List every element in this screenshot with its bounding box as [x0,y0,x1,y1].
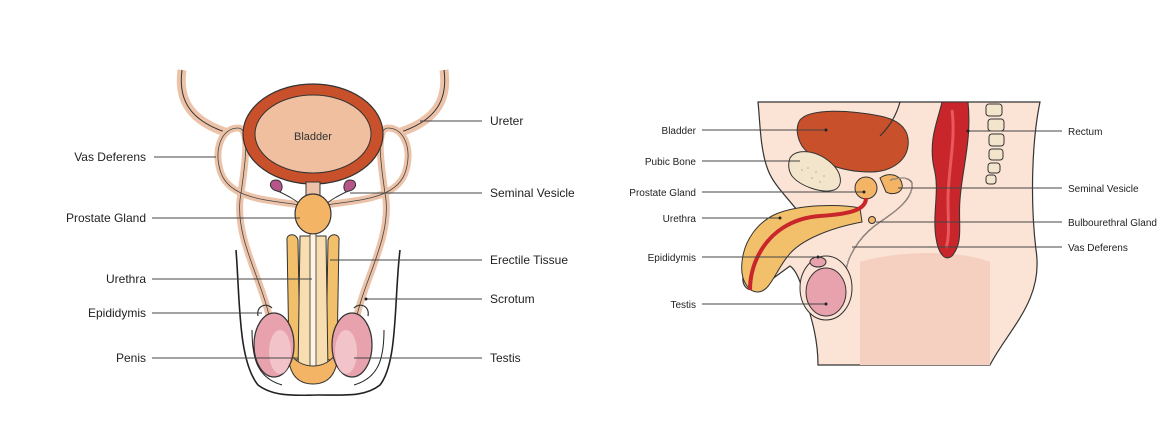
vas-deferens-left-line [217,127,301,321]
side-label-prostate-gland: Prostate Gland [629,188,696,199]
bladder-label: Bladder [294,131,332,143]
dot-side-urethra [778,216,782,220]
ureter-left-outline [180,69,226,133]
side-label-bladder: Bladder [662,126,697,137]
bulbourethral-gland-side [868,216,876,224]
prostate-side [854,176,878,200]
label-ureter: Ureter [490,114,523,128]
vas-deferens-right-line [325,127,409,321]
dot-side-rectum [966,129,970,133]
front-view: Bladder [66,69,575,397]
label-erectile-tissue: Erectile Tissue [490,253,568,267]
label-prostate-gland: Prostate Gland [66,211,146,225]
label-scrotum: Scrotum [490,292,535,306]
urethra-channel [309,233,317,375]
side-view: Bladder Pubic Bone Prostate Gland Urethr… [629,101,1157,366]
pubic-bone [788,151,841,192]
prostate-gland [294,193,332,235]
spine [985,103,1005,185]
side-label-pubic-bone: Pubic Bone [645,157,697,168]
urethra-side [748,197,868,291]
label-seminal-vesicle: Seminal Vesicle [490,186,575,200]
side-label-vas-deferens: Vas Deferens [1068,243,1128,254]
testis-left-shade [269,330,291,374]
side-label-rectum: Rectum [1068,127,1102,138]
side-label-urethra: Urethra [663,214,697,225]
bladder-side [796,110,909,173]
label-vas-deferens: Vas Deferens [74,150,146,164]
side-label-seminal-vesicle: Seminal Vesicle [1068,184,1139,195]
ureter-side [879,101,901,137]
ureter-left [176,69,227,137]
side-label-bulbourethral-gland: Bulbourethral Gland [1068,218,1157,229]
dot-side-prostate [862,190,866,194]
label-testis: Testis [490,351,521,365]
dot-side-epididymis [816,255,820,259]
ureter-right-outline [400,69,446,133]
testis-side [805,267,847,317]
epididymis-right [353,304,369,317]
dot-side-testis [824,302,828,306]
seminal-vesicle-side [879,174,903,195]
side-label-epididymis: Epididymis [648,253,696,264]
penis-side [741,205,863,293]
testis-right-shade [335,330,357,374]
dot-side-bladder [824,128,828,132]
rectum-inner [944,109,955,249]
label-penis: Penis [116,351,146,365]
side-label-testis: Testis [670,300,696,311]
label-urethra: Urethra [106,272,146,286]
label-epididymis: Epididymis [88,306,146,320]
ureter-right [399,69,450,137]
scrotum-inner-line [251,329,385,386]
leg-shade [860,253,990,365]
leader-scrotum-dot [364,297,368,301]
bladder-inner [254,94,372,174]
pubic-bone-texture [801,167,825,183]
epididymis-left [257,304,273,317]
